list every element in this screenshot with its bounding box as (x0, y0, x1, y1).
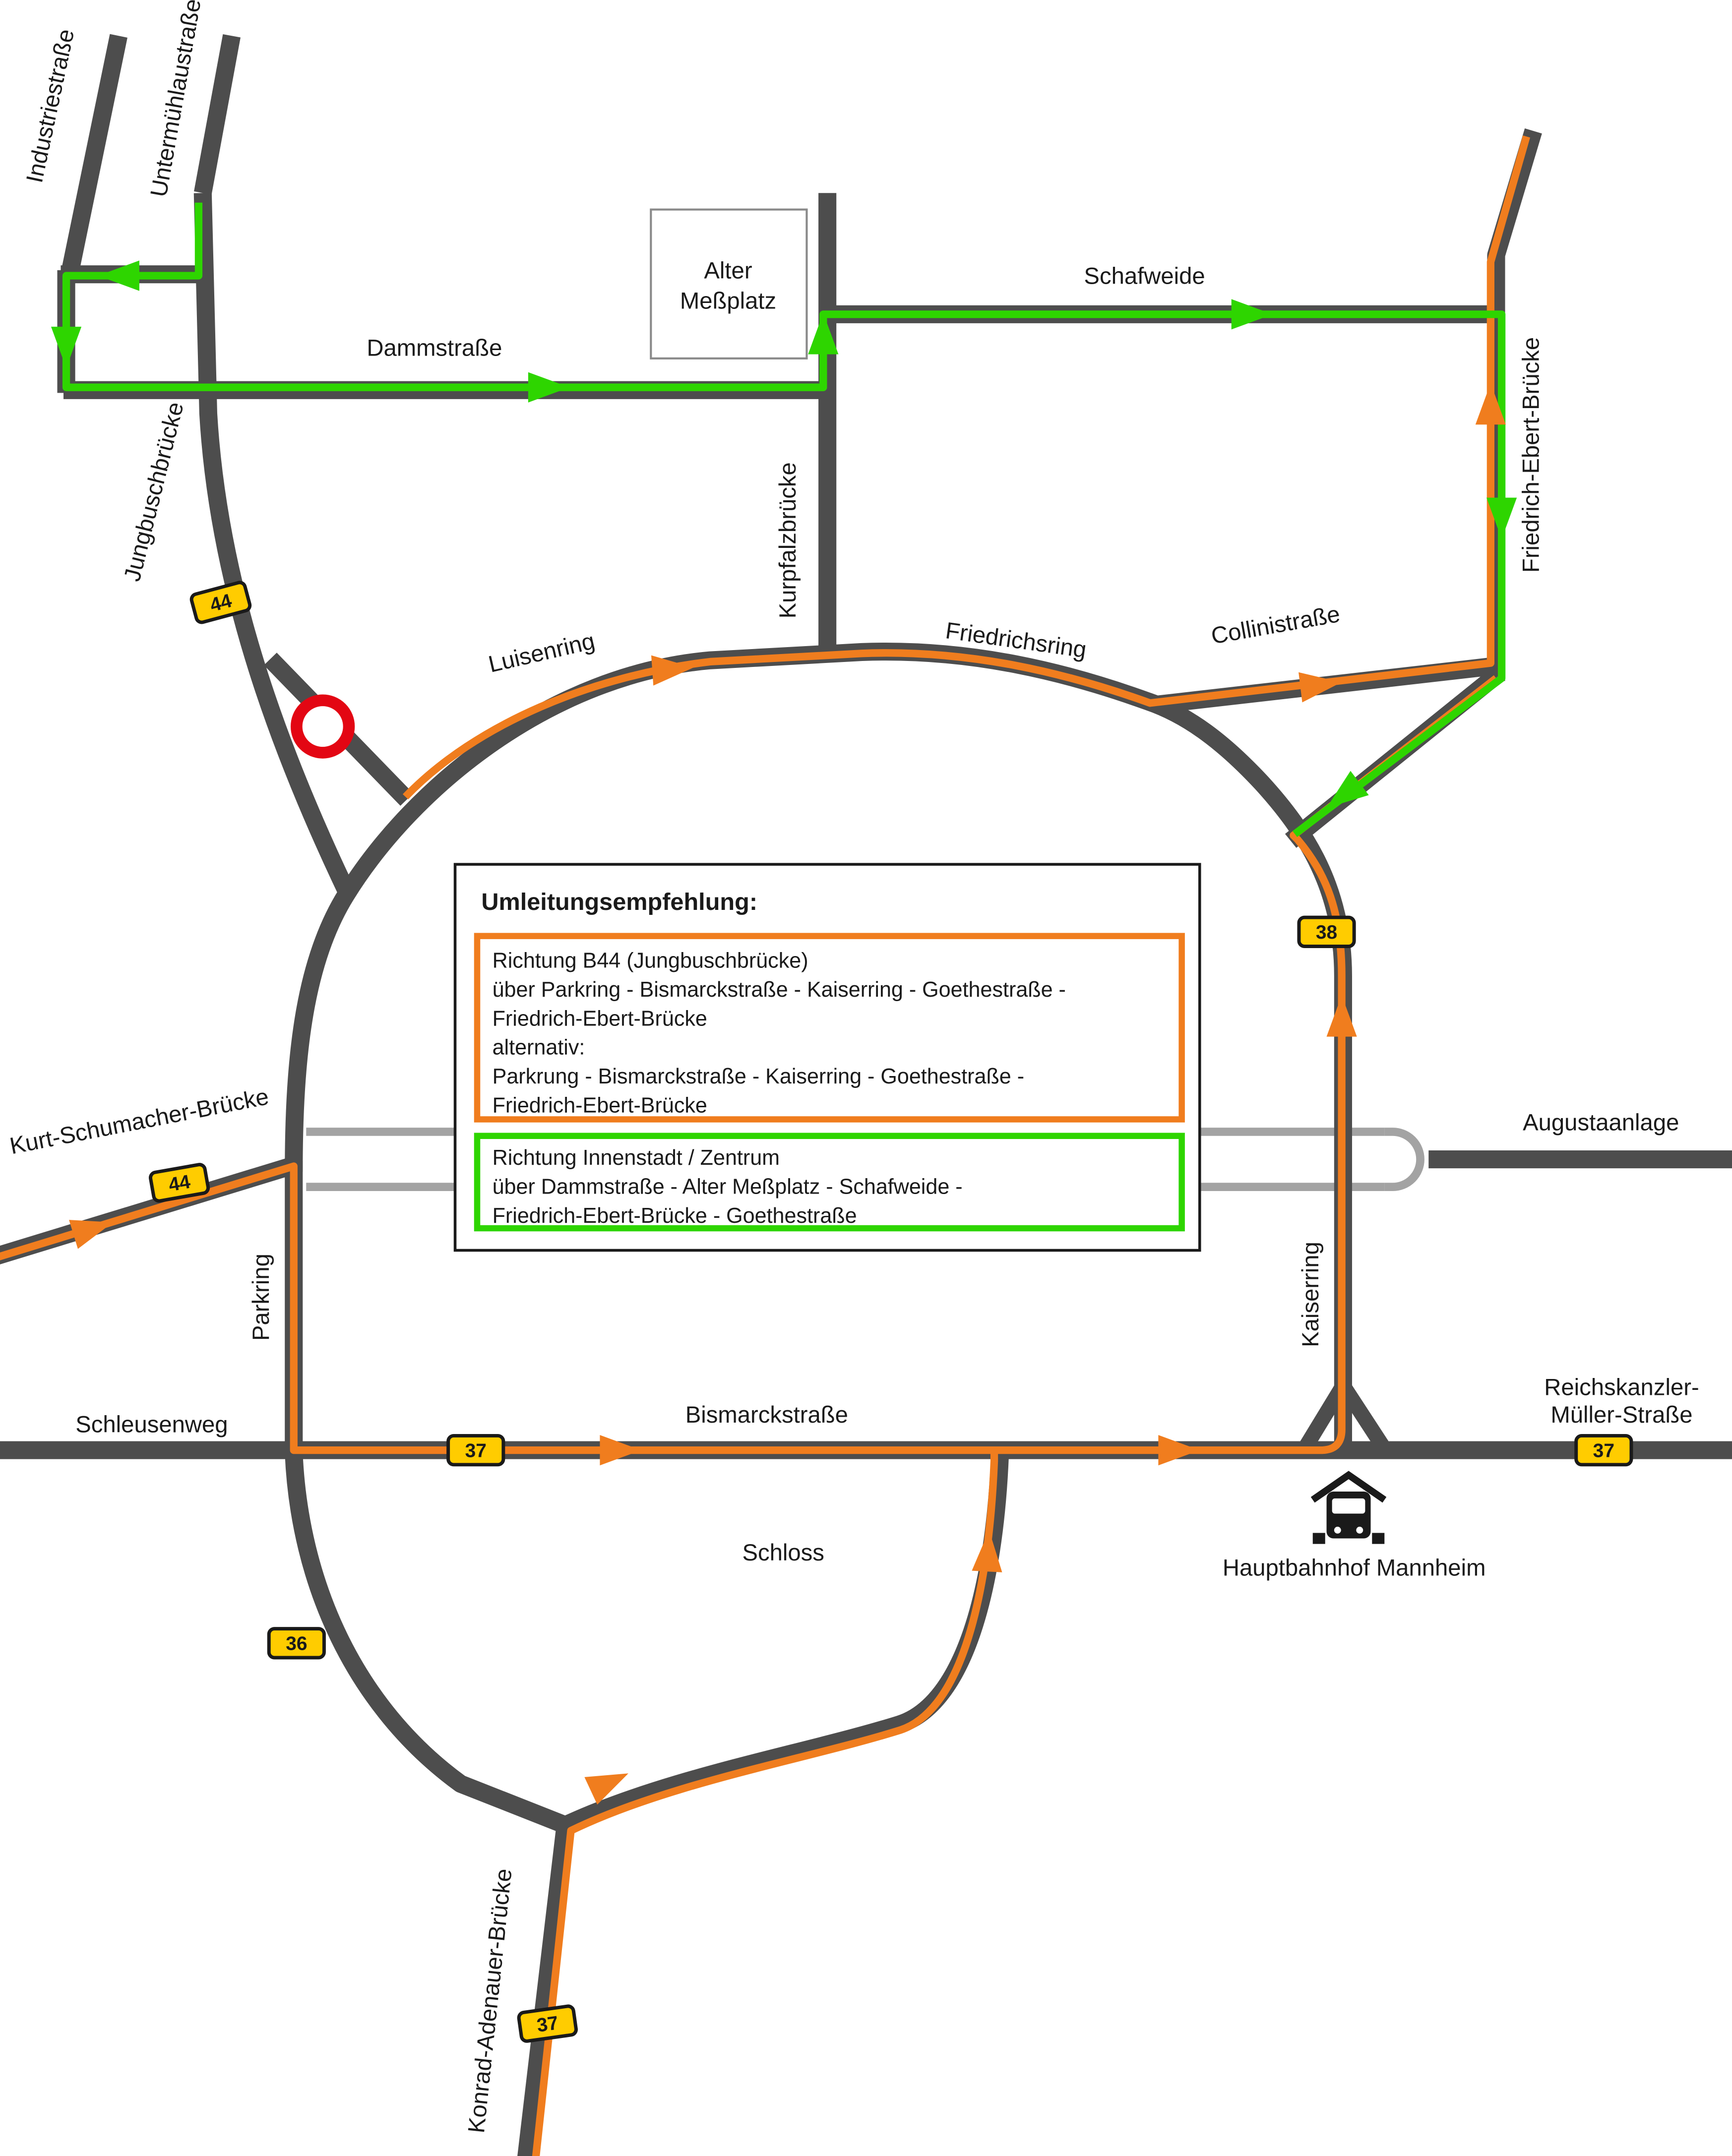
detour-route-green (62, 202, 1506, 838)
road-parkring-curve (285, 1452, 569, 1834)
route-badge-37-reichskanzler: 37 (1574, 1434, 1633, 1467)
legend-orange-line: Parkrung - Bismarckstraße - Kaiserring -… (493, 1065, 1024, 1088)
label-parkring: Parkring (248, 1254, 274, 1341)
orange-arrow-bismarck-east-icon (1158, 1435, 1200, 1466)
route-badge-44-jungbusch: 44 (189, 581, 252, 624)
road-konrad-adenauer-bruecke (517, 1824, 574, 2156)
label-industriestrasse: Industriestraße (21, 27, 79, 185)
road-untermuehlaustrasse (194, 34, 241, 195)
label-dammstrasse: Dammstraße (367, 335, 502, 361)
detour-route-orange-ring (402, 135, 1530, 800)
label-collinistrasse: Collinistraße (1209, 601, 1342, 650)
svg-text:44: 44 (167, 1171, 192, 1196)
road-augustaanlage-loop (1384, 1128, 1424, 1191)
label-augustaanlage: Augustaanlage (1523, 1110, 1679, 1136)
orange-arrow-bismarck-west-icon (600, 1435, 641, 1466)
green-arrow-schafweide-icon (1231, 299, 1273, 330)
alter-messplatz-box (650, 208, 808, 359)
label-bismarckstrasse: Bismarckstraße (685, 1402, 848, 1428)
orange-arrow-kaiserring-icon (1326, 995, 1357, 1037)
svg-text:37: 37 (465, 1440, 487, 1462)
route-badge-44-ksb: 44 (148, 1163, 210, 1203)
label-konrad-adenauer-bruecke: Konrad-Adenauer-Brücke (463, 1867, 517, 2134)
route-badge-38: 38 (1297, 915, 1356, 948)
svg-text:37: 37 (1593, 1440, 1614, 1462)
route-badge-37-bismarck: 37 (446, 1434, 505, 1467)
label-jungbuschbruecke: Jungbuschbrücke (119, 399, 189, 584)
label-schafweide: Schafweide (1084, 263, 1205, 290)
svg-text:38: 38 (1316, 922, 1337, 943)
svg-text:36: 36 (286, 1633, 307, 1655)
detour-route-orange-main (0, 675, 1499, 1454)
legend-green-line: Friedrich-Ebert-Brücke - Goethestraße (493, 1204, 857, 1228)
legend-orange-line: Friedrich-Ebert-Brücke (493, 1007, 707, 1030)
legend-green-line: Richtung Innenstadt / Zentrum (493, 1146, 780, 1170)
road-schloss-connector (561, 1444, 1009, 1834)
label-luisenring: Luisenring (486, 628, 597, 678)
legend-orange-line: Friedrich-Ebert-Brücke (493, 1094, 707, 1118)
road-kaiserring-fork-west (1298, 1381, 1350, 1453)
road-jungbuschbruecke (193, 192, 356, 898)
label-schleusenweg: Schleusenweg (75, 1411, 228, 1437)
road-closed-icon (291, 694, 355, 759)
alter-messplatz-label-line2: Meßplatz (680, 288, 776, 314)
legend-orange-line: alternativ: (493, 1036, 585, 1060)
label-friedrich-ebert-bruecke: Friedrich-Ebert-Brücke (1518, 337, 1545, 573)
road-kaiserring-fork-east (1337, 1381, 1391, 1453)
legend-green-frame (474, 1133, 1185, 1232)
label-hauptbahnhof: Hauptbahnhof Mannheim (1223, 1555, 1486, 1581)
label-kaiserring: Kaiserring (1298, 1242, 1324, 1347)
label-reichskanzler-line1: Reichskanzler- (1544, 1374, 1699, 1400)
legend-box (453, 863, 1201, 1252)
green-arrow-left-down-icon (51, 326, 82, 368)
label-kurt-schumacher-bruecke: Kurt-Schumacher-Brücke (7, 1083, 271, 1159)
legend: Umleitungsempfehlung: Richtung B44 (Jung… (453, 863, 1201, 1252)
legend-green-line: über Dammstraße - Alter Meßplatz - Schaf… (493, 1175, 963, 1199)
detour-route-orange-konrad-adenauer (532, 1450, 998, 2156)
route-badge-37-konrad-adenauer: 37 (517, 2004, 578, 2043)
road-industriestrasse (62, 34, 127, 272)
legend-title: Umleitungsempfehlung: (481, 889, 757, 915)
label-schloss: Schloss (742, 1540, 824, 1566)
legend-orange-line: über Parkring - Bismarckstraße - Kaiserr… (493, 978, 1066, 1002)
legend-orange-line: Richtung B44 (Jungbuschbrücke) (493, 949, 808, 973)
label-untermuehlaustrasse: Untermühlaustraße (145, 0, 206, 199)
green-arrow-top-left-icon (98, 260, 139, 291)
route-badge-36: 36 (267, 1627, 326, 1660)
label-kurpfalzbruecke: Kurpfalzbrücke (775, 462, 801, 618)
svg-text:37: 37 (536, 2012, 560, 2036)
label-reichskanzler-line2: Müller-Straße (1550, 1402, 1692, 1428)
train-station-icon (1310, 1471, 1387, 1544)
alter-messplatz-label-line1: Alter (704, 258, 752, 284)
legend-orange-frame (474, 933, 1185, 1123)
